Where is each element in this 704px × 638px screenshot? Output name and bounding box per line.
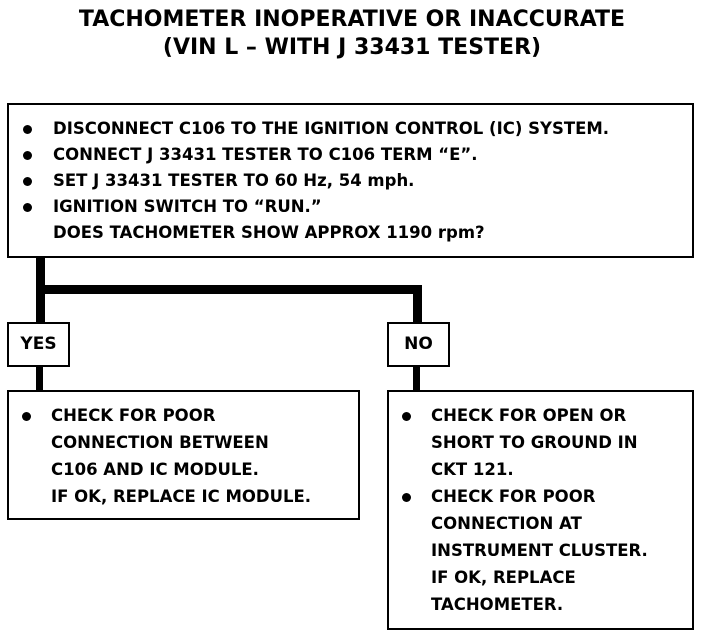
no-branch-label: NO [387,322,450,367]
decision-box: DISCONNECT C106 TO THE IGNITION CONTROL … [7,103,694,258]
result-text: CKT 121. [431,460,514,479]
step-text: IGNITION SWITCH TO “RUN.” [53,197,322,216]
result-text: IF OK, REPLACE [431,568,576,587]
bullet-icon [23,151,32,160]
result-text: CHECK FOR OPEN OR [431,406,627,425]
no-label-text: NO [404,334,433,354]
connector-horizontal [36,285,422,294]
diagram-title: TACHOMETER INOPERATIVE OR INACCURATE [78,7,626,32]
bullet-icon [22,412,31,421]
result-text: C106 AND IC MODULE. [51,460,259,479]
bullet-icon [23,125,32,134]
result-text: CHECK FOR POOR [51,406,216,425]
connector-no-result [413,365,420,392]
step-text: DISCONNECT C106 TO THE IGNITION CONTROL … [53,119,610,138]
step-text: CONNECT J 33431 TESTER TO C106 TERM “E”. [53,145,478,164]
result-text: TACHOMETER. [431,595,564,614]
bullet-icon [23,203,32,212]
result-text: CHECK FOR POOR [431,487,596,506]
bullet-icon [402,493,411,502]
question-text: DOES TACHOMETER SHOW APPROX 1190 rpm? [53,223,485,242]
result-text: INSTRUMENT CLUSTER. [431,541,648,560]
bullet-icon [402,412,411,421]
connector-no-down [413,285,422,324]
result-text: SHORT TO GROUND IN [431,433,638,452]
connector-yes-result [36,365,43,392]
no-result-box: CHECK FOR OPEN OR SHORT TO GROUND IN CKT… [387,390,694,630]
yes-result-box: CHECK FOR POOR CONNECTION BETWEEN C106 A… [7,390,360,520]
step-text: SET J 33431 TESTER TO 60 Hz, 54 mph. [53,171,415,190]
yes-branch-label: YES [7,322,70,367]
result-text: CONNECTION BETWEEN [51,433,269,452]
yes-label-text: YES [20,334,57,354]
result-text: IF OK, REPLACE IC MODULE. [51,487,312,506]
result-text: CONNECTION AT [431,514,582,533]
bullet-icon [23,177,32,186]
diagram-subtitle: (VIN L – WITH J 33431 TESTER) [162,35,542,60]
